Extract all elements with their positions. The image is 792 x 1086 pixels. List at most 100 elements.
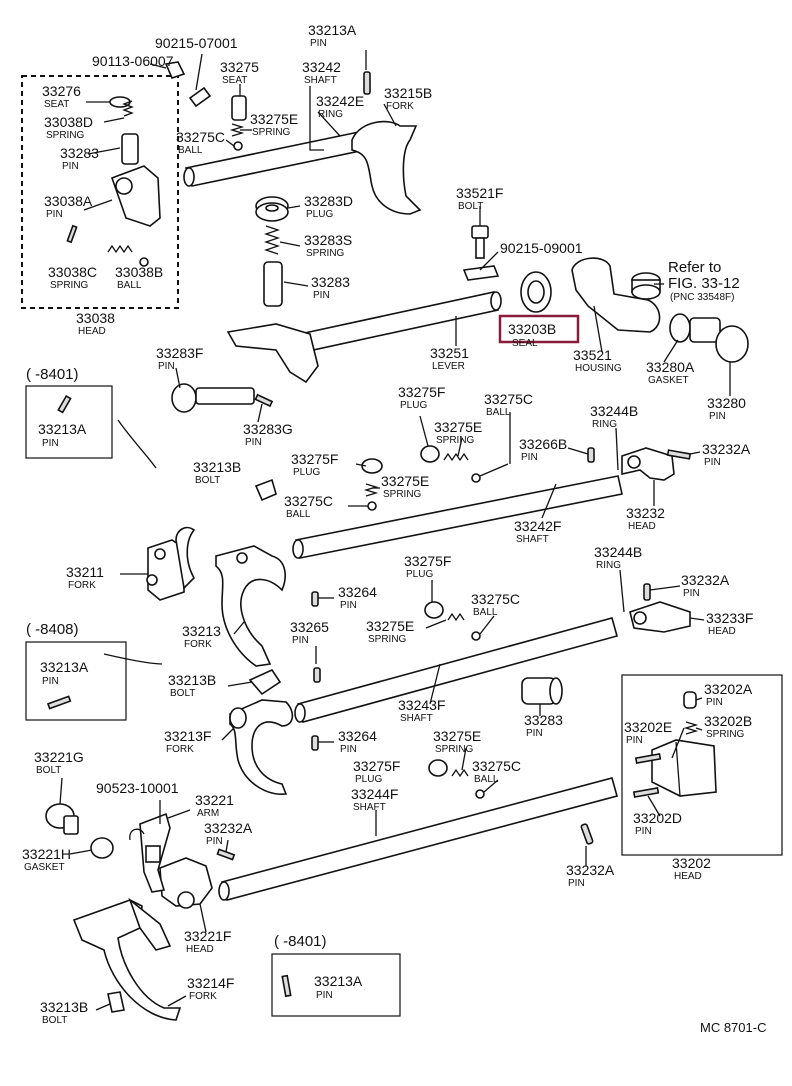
part-label: SPRING	[436, 435, 475, 446]
callout-c62[interactable]: 90523-10001	[96, 780, 179, 796]
part-number: 33275F	[404, 553, 451, 569]
head-33221F	[159, 857, 213, 909]
part-label: SPRING	[368, 634, 407, 645]
highlighted-callout[interactable]: 33203B SEAL	[498, 314, 580, 349]
part-number: 33275C	[284, 493, 333, 509]
part-number: 33232A	[702, 441, 751, 457]
pin-33038A	[66, 224, 78, 244]
plug-33283D	[255, 196, 289, 222]
part-label: PIN	[206, 836, 223, 847]
part-label: PIN	[626, 735, 643, 746]
callout-c1[interactable]: 90113-06007	[92, 53, 174, 69]
part-number: 33276	[42, 83, 81, 99]
variant-label-1: PIN	[42, 438, 59, 449]
part-label: PIN	[245, 437, 262, 448]
part-label: PIN	[706, 697, 723, 708]
part-number: 33275E	[250, 111, 298, 127]
part-number: 33213A	[308, 22, 357, 38]
spring-33202B	[683, 721, 699, 735]
part-number: 33283G	[243, 421, 293, 437]
part-number: 33266B	[519, 436, 567, 452]
spring-33283S	[263, 225, 281, 255]
pin-33232A-d	[216, 848, 236, 861]
part-number: 33283	[311, 274, 350, 290]
callout-c2[interactable]: 90215-07001	[155, 35, 238, 51]
figure-code: MC 8701-C	[700, 1020, 766, 1035]
part-label: FORK	[386, 101, 414, 112]
ball-33275C-c	[471, 631, 481, 641]
part-label: FORK	[166, 744, 194, 755]
callout-c22[interactable]: 90215-09001	[500, 240, 583, 256]
arm-33221	[139, 812, 171, 893]
